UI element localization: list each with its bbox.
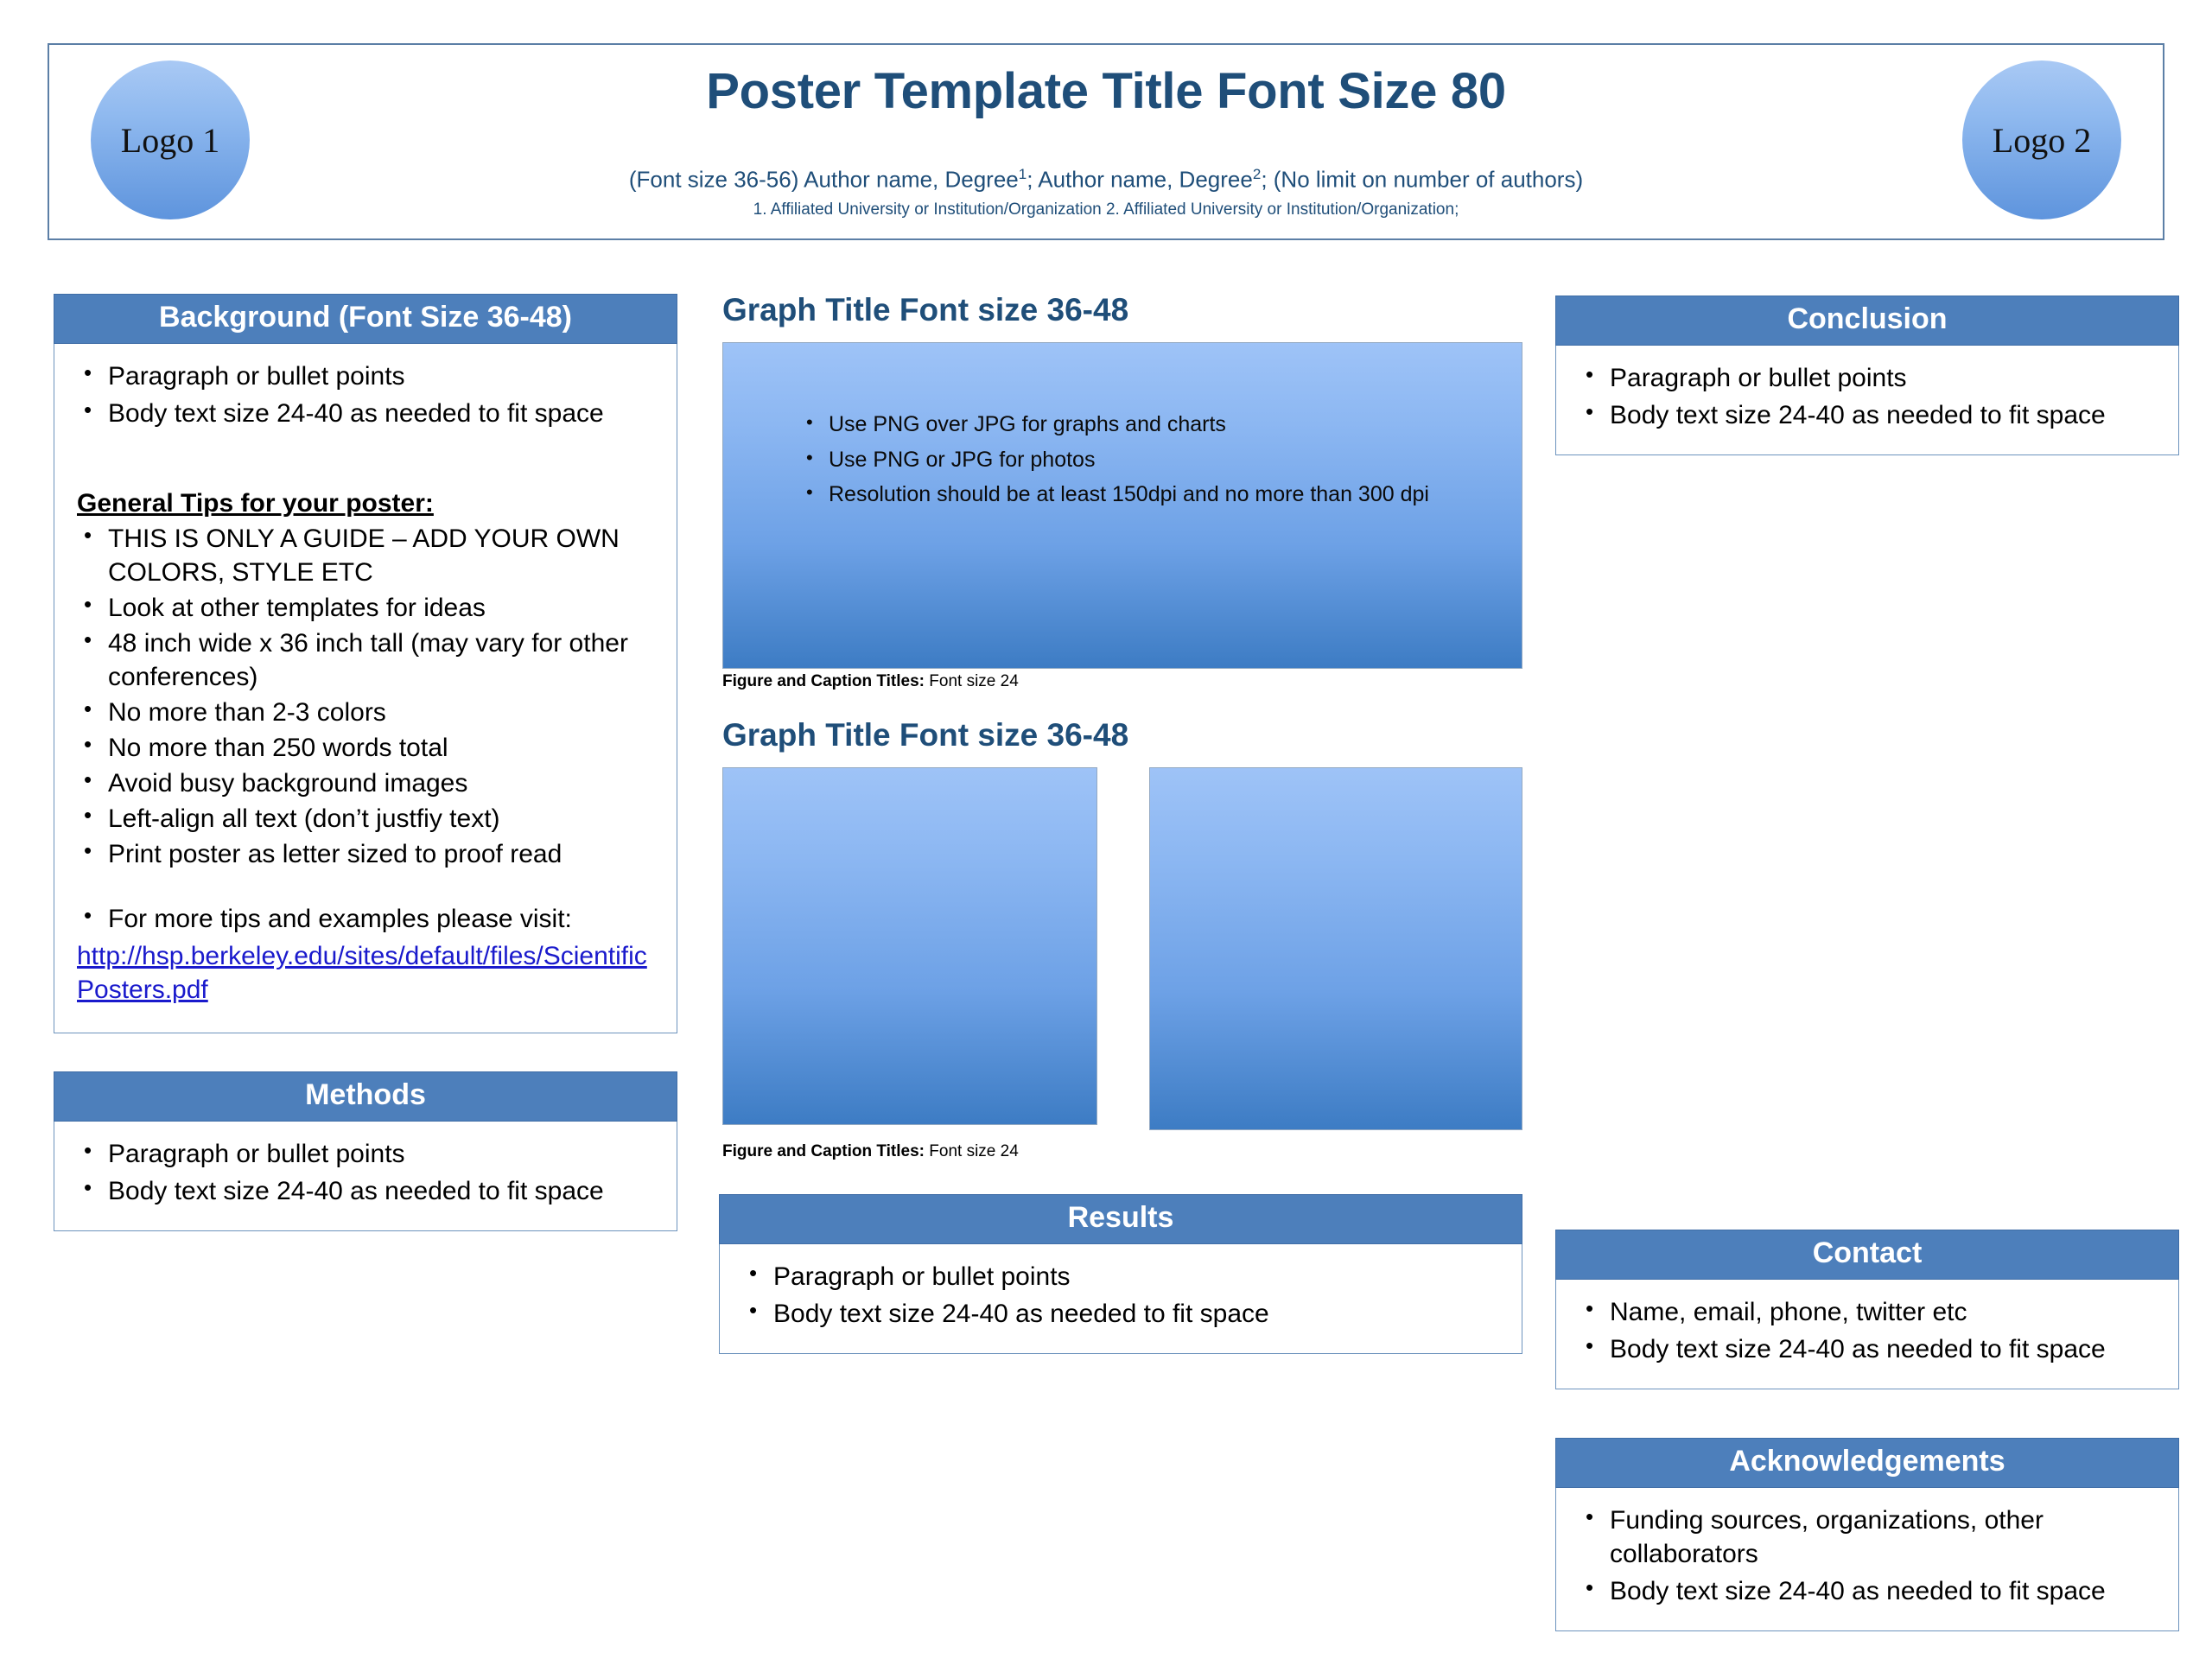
list-item: Name, email, phone, twitter etc [1579, 1294, 2156, 1329]
graph-1-bullet-list: Use PNG over JPG for graphs and charts U… [801, 407, 1478, 512]
graph-2b-image-placeholder [1149, 767, 1522, 1130]
conclusion-section: Conclusion Paragraph or bullet points Bo… [1555, 296, 2179, 455]
figure-2-caption: Figure and Caption Titles: Font size 24 [722, 1142, 1019, 1161]
list-item: Body text size 24-40 as needed to fit sp… [1579, 1332, 2156, 1366]
poster-title: Poster Template Title Font Size 80 [706, 63, 1506, 119]
results-section-heading: Results [719, 1194, 1522, 1244]
authors-prefix: (Font size 36-56) Author name, Degree [628, 166, 1019, 193]
figure-1-caption: Figure and Caption Titles: Font size 24 [722, 672, 1019, 691]
contact-section-heading: Contact [1555, 1230, 2179, 1280]
list-item: THIS IS ONLY A GUIDE – ADD YOUR OWN COLO… [77, 521, 654, 589]
conclusion-section-body: Paragraph or bullet points Body text siz… [1555, 345, 2179, 455]
background-section: Background (Font Size 36-48) Paragraph o… [54, 294, 677, 1033]
logo-2-placeholder: Logo 2 [1962, 60, 2121, 219]
methods-bullet-list: Paragraph or bullet points Body text siz… [77, 1136, 654, 1208]
acknowledgements-section-body: Funding sources, organizations, other co… [1555, 1487, 2179, 1631]
list-item: Left-align all text (don’t justfiy text) [77, 801, 654, 836]
list-item: Body text size 24-40 as needed to fit sp… [77, 1173, 654, 1208]
results-section: Results Paragraph or bullet points Body … [719, 1194, 1522, 1354]
list-item: Use PNG over JPG for graphs and charts [801, 407, 1478, 442]
background-section-body: Paragraph or bullet points Body text siz… [54, 343, 677, 1033]
logo-2-label: Logo 2 [1992, 120, 2092, 160]
list-item: Look at other templates for ideas [77, 590, 654, 625]
author-sup-2: 2 [1252, 166, 1262, 182]
more-tips-list: For more tips and examples please visit: [77, 901, 654, 936]
list-item: No more than 2-3 colors [77, 695, 654, 729]
contact-section: Contact Name, email, phone, twitter etc … [1555, 1230, 2179, 1389]
conclusion-section-heading: Conclusion [1555, 296, 2179, 346]
list-item: 48 inch wide x 36 inch tall (may vary fo… [77, 626, 654, 694]
author-sup-1: 1 [1018, 166, 1027, 182]
acknowledgements-section: Acknowledgements Funding sources, organi… [1555, 1438, 2179, 1631]
list-item: Paragraph or bullet points [77, 359, 654, 393]
figure-1-caption-text: Font size 24 [925, 672, 1019, 690]
conclusion-bullet-list: Paragraph or bullet points Body text siz… [1579, 360, 2156, 432]
poster-header-banner: Logo 1 Logo 2 Poster Template Title Font… [48, 43, 2164, 240]
logo-1-placeholder: Logo 1 [91, 60, 250, 219]
list-item: Use PNG or JPG for photos [801, 442, 1478, 478]
figure-2-caption-text: Font size 24 [925, 1142, 1019, 1160]
list-item: Body text size 24-40 as needed to fit sp… [1579, 1573, 2156, 1608]
scientific-posters-link[interactable]: http://hsp.berkeley.edu/sites/default/fi… [77, 941, 647, 1004]
graph-1-content: Use PNG over JPG for graphs and charts U… [723, 343, 1522, 512]
figure-2-caption-label: Figure and Caption Titles: [722, 1142, 925, 1160]
list-item: Body text size 24-40 as needed to fit sp… [742, 1296, 1499, 1331]
list-item: Paragraph or bullet points [742, 1259, 1499, 1294]
list-item: Paragraph or bullet points [77, 1136, 654, 1171]
author-line: (Font size 36-56) Author name, Degree1; … [222, 166, 1990, 194]
authors-suffix: ; (No limit on number of authors) [1261, 166, 1584, 193]
spacer [77, 434, 654, 489]
acknowledgements-bullet-list: Funding sources, organizations, other co… [1579, 1503, 2156, 1608]
authors-mid: ; Author name, Degree [1027, 166, 1253, 193]
list-item: Avoid busy background images [77, 766, 654, 800]
graph-1-title: Graph Title Font size 36-48 [722, 292, 1129, 327]
acknowledgements-section-heading: Acknowledgements [1555, 1438, 2179, 1488]
logo-1-label: Logo 1 [120, 120, 220, 160]
affiliation-line: 1. Affiliated University or Institution/… [753, 200, 1459, 219]
contact-section-body: Name, email, phone, twitter etc Body tex… [1555, 1279, 2179, 1389]
general-tips-heading: General Tips for your poster: [77, 488, 434, 518]
general-tips-list: THIS IS ONLY A GUIDE – ADD YOUR OWN COLO… [77, 521, 654, 871]
graph-2-title: Graph Title Font size 36-48 [722, 717, 1129, 753]
methods-section-heading: Methods [54, 1071, 677, 1122]
list-item: Paragraph or bullet points [1579, 360, 2156, 395]
graph-2a-image-placeholder [722, 767, 1097, 1125]
list-item: For more tips and examples please visit: [77, 901, 654, 936]
list-item: Funding sources, organizations, other co… [1579, 1503, 2156, 1571]
results-section-body: Paragraph or bullet points Body text siz… [719, 1243, 1522, 1354]
background-bullet-list: Paragraph or bullet points Body text siz… [77, 359, 654, 430]
contact-bullet-list: Name, email, phone, twitter etc Body tex… [1579, 1294, 2156, 1366]
list-item: Print poster as letter sized to proof re… [77, 836, 654, 871]
figure-1-caption-label: Figure and Caption Titles: [722, 672, 925, 690]
background-section-heading: Background (Font Size 36-48) [54, 294, 677, 344]
list-item: No more than 250 words total [77, 730, 654, 765]
graph-1-image-placeholder: Use PNG over JPG for graphs and charts U… [722, 342, 1522, 669]
results-bullet-list: Paragraph or bullet points Body text siz… [742, 1259, 1499, 1331]
list-item: Resolution should be at least 150dpi and… [801, 477, 1478, 512]
spacer [77, 873, 654, 902]
list-item: Body text size 24-40 as needed to fit sp… [77, 396, 654, 430]
methods-section: Methods Paragraph or bullet points Body … [54, 1071, 677, 1231]
list-item: Body text size 24-40 as needed to fit sp… [1579, 397, 2156, 432]
methods-section-body: Paragraph or bullet points Body text siz… [54, 1121, 677, 1231]
